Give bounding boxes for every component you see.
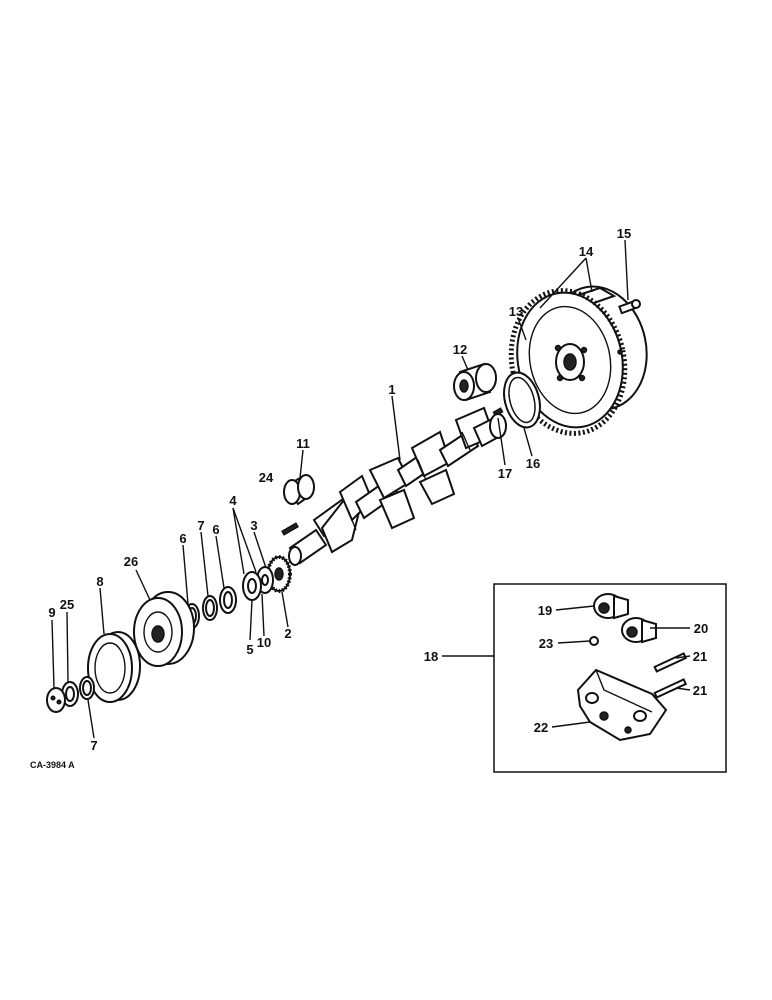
figure-code: CA-3984 A xyxy=(30,760,75,770)
callout-26: 26 xyxy=(124,554,138,569)
vibration-damper xyxy=(87,631,141,703)
callout-1: 1 xyxy=(388,382,395,397)
crankshaft-gear xyxy=(266,555,292,593)
callout-8: 8 xyxy=(96,574,103,589)
callout-3: 3 xyxy=(250,518,257,533)
balancer-housing xyxy=(576,668,668,742)
callout-6-right: 6 xyxy=(212,522,219,537)
callout-7-lower: 7 xyxy=(90,738,97,753)
callout-19: 19 xyxy=(538,603,552,618)
callout-14: 14 xyxy=(579,244,594,259)
rear-seal xyxy=(453,362,497,402)
lower-o-ring xyxy=(79,676,95,700)
flywheel xyxy=(516,285,648,429)
callout-18: 18 xyxy=(424,649,438,664)
crank-nut xyxy=(46,687,66,713)
callout-5: 5 xyxy=(246,642,253,657)
callout-15: 15 xyxy=(617,226,631,241)
crankshaft-pulley xyxy=(133,591,195,667)
callout-12: 12 xyxy=(453,342,467,357)
callout-21-lower: 21 xyxy=(693,683,707,698)
callout-2: 2 xyxy=(284,626,291,641)
callout-4: 4 xyxy=(229,493,237,508)
callout-21-upper: 21 xyxy=(693,649,707,664)
callout-9: 9 xyxy=(48,605,55,620)
leader-lines xyxy=(51,239,691,739)
callout-22: 22 xyxy=(534,720,548,735)
woodruff-key xyxy=(281,522,299,536)
callout-20: 20 xyxy=(694,621,708,636)
balancer-gear-b xyxy=(621,617,657,644)
callout-16: 16 xyxy=(526,456,540,471)
callout-24: 24 xyxy=(259,470,274,485)
callout-7-upper: 7 xyxy=(197,518,204,533)
balancer-gear-a xyxy=(593,593,629,620)
main-bearing xyxy=(283,474,315,506)
spacer xyxy=(242,571,262,601)
callout-labels: 1 2 3 4 5 6 6 7 7 8 9 10 11 12 13 14 15 … xyxy=(48,226,708,753)
small-ball xyxy=(589,636,599,646)
o-ring xyxy=(202,595,218,621)
callout-23: 23 xyxy=(539,636,553,651)
pin-upper xyxy=(653,652,688,673)
inset-box xyxy=(493,583,727,773)
snap-ring xyxy=(503,371,541,429)
pin-lower xyxy=(653,678,688,699)
callout-6-left: 6 xyxy=(179,531,186,546)
callout-13: 13 xyxy=(509,304,523,319)
callout-17: 17 xyxy=(498,466,512,481)
crankshaft xyxy=(288,406,507,566)
flywheel-bolt xyxy=(618,299,641,315)
callout-11: 11 xyxy=(296,436,310,451)
callout-25: 25 xyxy=(60,597,74,612)
seal-ring-inner xyxy=(219,586,237,614)
callout-10: 10 xyxy=(257,635,271,650)
